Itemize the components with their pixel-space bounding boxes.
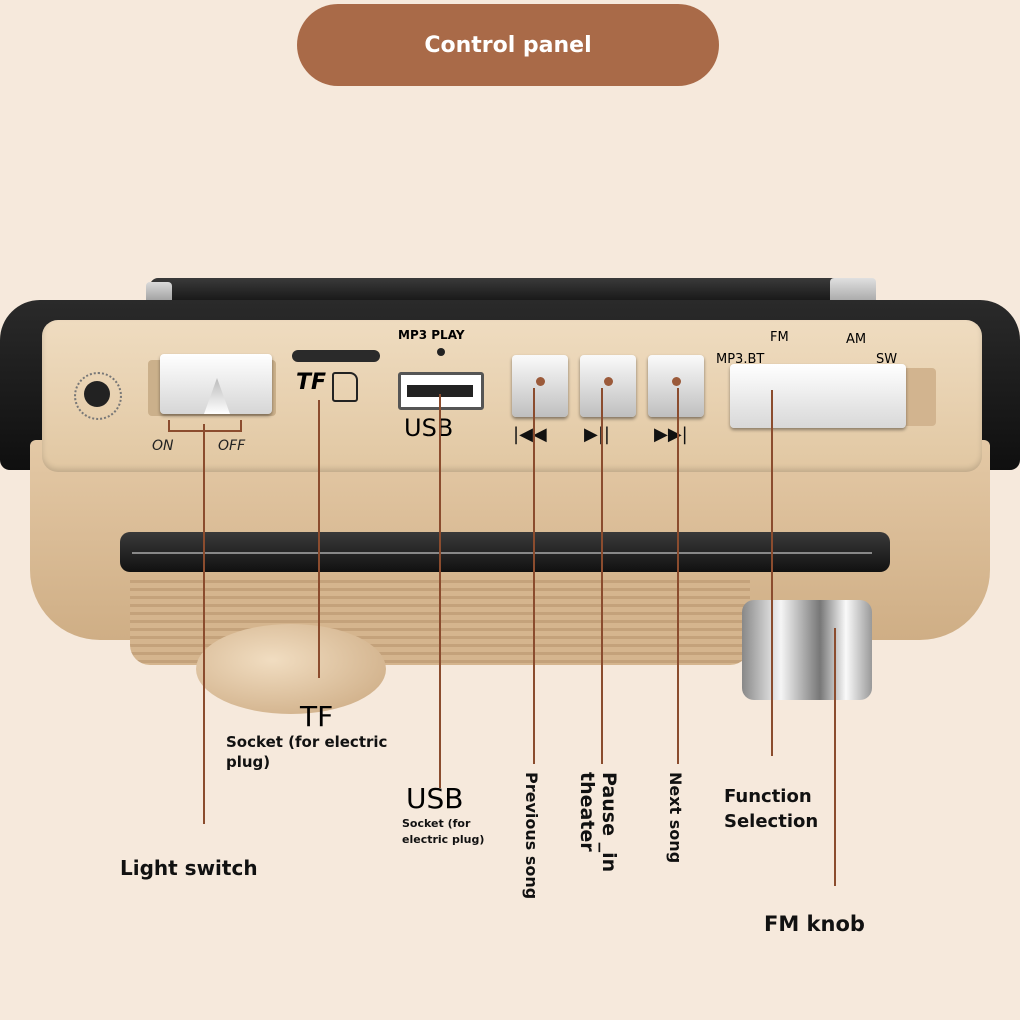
previous-song-callout: Previous song <box>522 772 541 900</box>
usb-label: USB <box>404 414 454 442</box>
light-switch-line <box>203 424 205 824</box>
tf-socket <box>196 624 386 714</box>
previous-song-button[interactable] <box>512 355 568 417</box>
light-switch[interactable] <box>160 354 272 414</box>
on-label: ON <box>152 438 174 454</box>
usb-callout-desc: Socket (for electric plug) <box>402 817 485 846</box>
mp3-play-label: MP3 PLAY <box>398 328 465 342</box>
next-song-callout: Next song <box>666 772 685 864</box>
sw-mode-label: SW <box>876 352 898 367</box>
next-icon: ▶▶| <box>654 424 688 445</box>
usb-port[interactable] <box>398 372 484 410</box>
pause-line <box>601 388 603 764</box>
tf-callout-title: TF <box>300 700 334 733</box>
lamp-icon <box>84 381 110 407</box>
mp3bt-mode-label: MP3.BT <box>716 352 765 367</box>
lamp-icon-rays <box>74 372 122 420</box>
fm-knob-callout: FM knob <box>764 912 865 936</box>
tf-card-slot[interactable] <box>292 350 380 362</box>
button-pip <box>535 377 545 386</box>
off-label: OFF <box>218 438 246 454</box>
sd-card-icon <box>332 372 358 402</box>
previous-icon: |◀◀ <box>513 424 547 445</box>
fm-knob[interactable] <box>742 600 872 700</box>
function-selection-callout: Function Selection <box>724 786 819 832</box>
fm-mode-label: FM <box>770 330 789 345</box>
usb-callout-title: USB <box>406 782 464 815</box>
play-pause-button[interactable] <box>580 355 636 417</box>
function-selector[interactable] <box>730 364 906 428</box>
pause-callout: Pause _in theater <box>576 772 620 873</box>
function-selection-line <box>771 390 773 756</box>
mp3-play-indicator <box>437 348 445 356</box>
tf-callout-desc: Socket (for electric plug) <box>226 733 388 771</box>
light-switch-callout: Light switch <box>120 856 258 880</box>
usb-line <box>439 394 441 788</box>
next-song-button[interactable] <box>648 355 704 417</box>
tf-line <box>318 400 320 678</box>
fm-knob-line <box>834 628 836 886</box>
button-pip <box>603 377 613 386</box>
play-pause-icon: ▶|| <box>584 424 610 445</box>
button-pip <box>671 377 681 386</box>
previous-song-line <box>533 388 535 764</box>
tf-label: TF <box>296 370 327 395</box>
next-song-line <box>677 388 679 764</box>
am-mode-label: AM <box>846 332 867 347</box>
onoff-bracket <box>168 420 242 432</box>
frequency-dial <box>120 532 890 572</box>
control-panel-title: Control panel <box>297 4 719 86</box>
